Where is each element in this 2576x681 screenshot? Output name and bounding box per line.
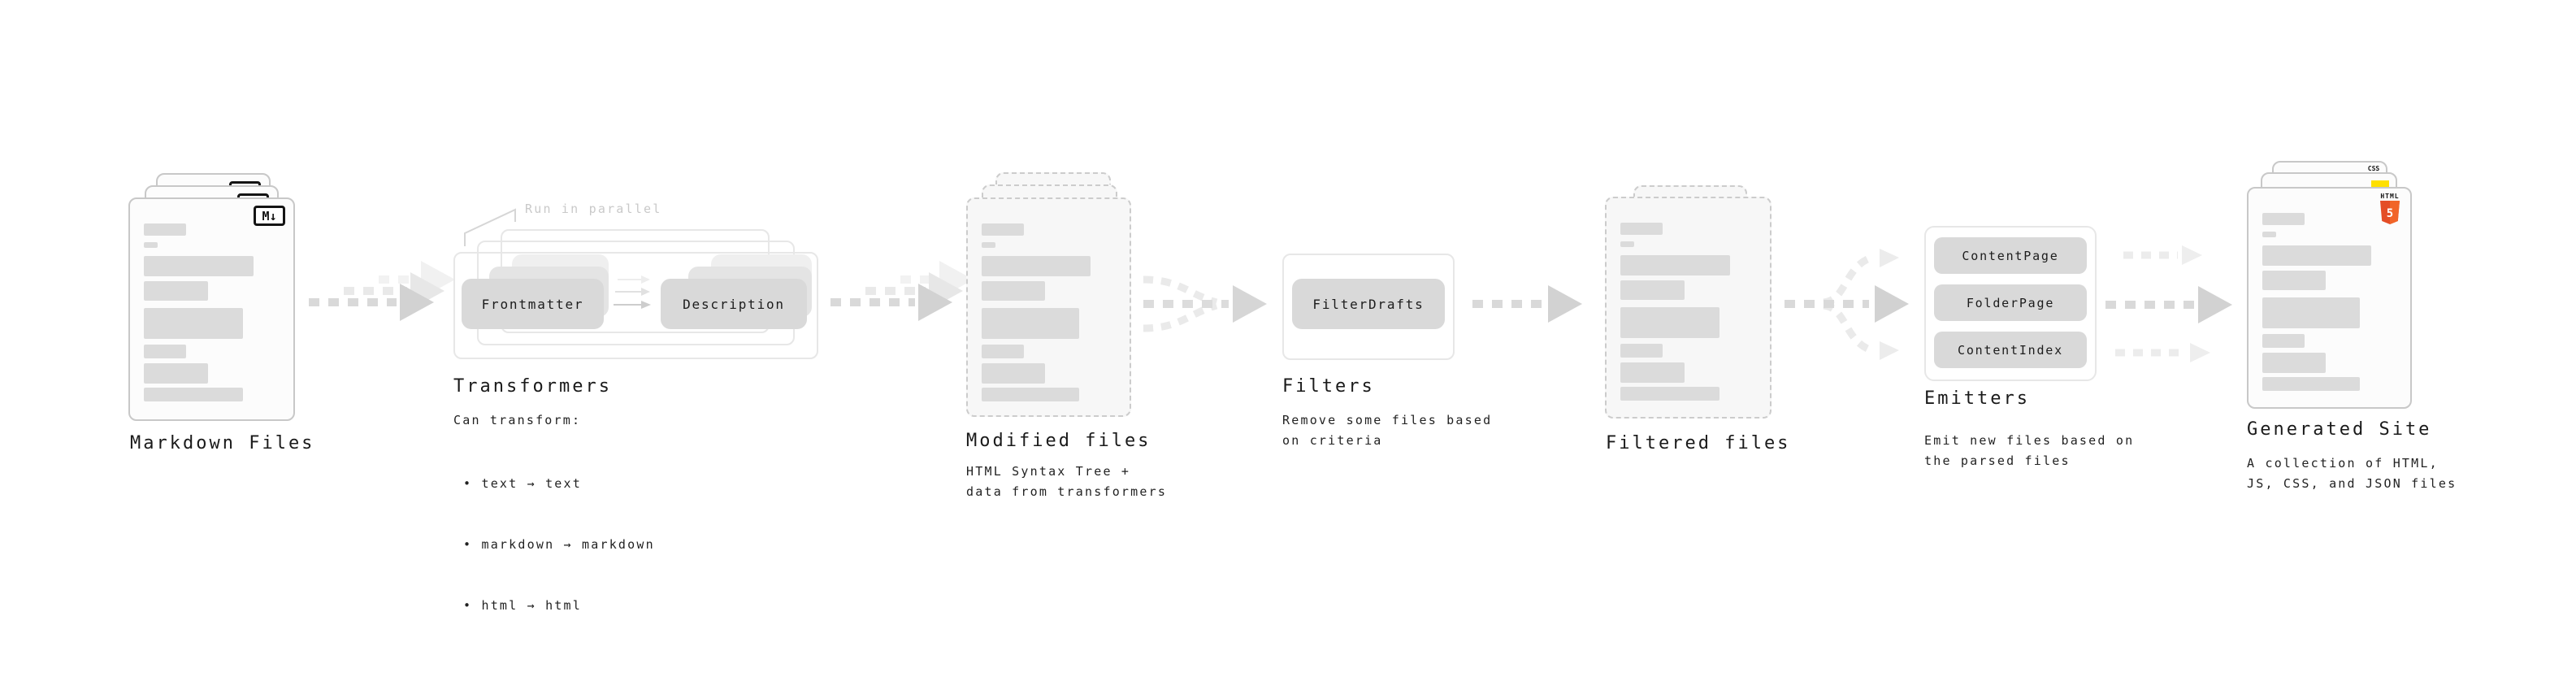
emitters-frame bbox=[1924, 226, 2097, 381]
content-bar bbox=[982, 345, 1024, 358]
content-bar bbox=[982, 223, 1024, 236]
html5-file-icon: HTML 5 bbox=[2379, 193, 2400, 228]
css-file-icon: CSS bbox=[2366, 165, 2381, 172]
generated-site-description: A collection of HTML, JS, CSS, and JSON … bbox=[2247, 456, 2457, 491]
emitter-box-contentindex: ContentIndex bbox=[1934, 332, 2087, 368]
filters-frame bbox=[1282, 254, 1455, 360]
arrow-markdown-to-transformers-icon bbox=[309, 261, 455, 321]
generated-html-file-card: HTML 5 bbox=[2247, 187, 2412, 409]
transformers-intro-text: Can transform: bbox=[453, 413, 582, 427]
content-bar bbox=[2262, 334, 2305, 348]
content-bar bbox=[1620, 344, 1663, 358]
document-content-placeholder bbox=[982, 223, 1117, 401]
content-bar bbox=[144, 281, 209, 301]
transformer-box-description: Description bbox=[661, 279, 807, 329]
filtered-file-card-front bbox=[1605, 197, 1772, 419]
emitter-box-contentpage: ContentPage bbox=[1934, 237, 2087, 274]
html5-icon-digit: 5 bbox=[2387, 207, 2393, 220]
document-content-placeholder bbox=[2262, 213, 2398, 391]
js-file-icon bbox=[2371, 180, 2389, 189]
transformer-frame-front bbox=[453, 252, 818, 359]
markdown-icon-glyph: M↓ bbox=[262, 208, 277, 223]
content-bar bbox=[982, 281, 1046, 301]
stage-label-markdown-files: Markdown Files bbox=[130, 433, 315, 453]
content-bar bbox=[1620, 223, 1663, 235]
stage-label-modified-files: Modified files bbox=[966, 431, 1151, 451]
content-bar bbox=[1620, 280, 1685, 300]
stage-label-transformers: Transformers bbox=[453, 376, 612, 397]
emitter-box-folderpage: FolderPage bbox=[1934, 284, 2087, 321]
run-in-parallel-leader-line bbox=[464, 208, 516, 246]
content-bar bbox=[144, 308, 243, 339]
markdown-file-card-front: M↓ bbox=[128, 197, 295, 421]
transformer-box-frontmatter: Frontmatter bbox=[462, 279, 604, 329]
transformers-bullet-list: • text → text • markdown → markdown • ht… bbox=[463, 433, 655, 657]
run-in-parallel-callout: Run in parallel bbox=[525, 202, 662, 216]
content-bar bbox=[982, 308, 1080, 339]
document-content-placeholder bbox=[144, 223, 281, 401]
transformer-parallel-arrows-icon bbox=[614, 275, 651, 309]
modified-files-description: HTML Syntax Tree + data from transformer… bbox=[966, 464, 1168, 499]
css-icon-label: CSS bbox=[2367, 165, 2380, 172]
bullet-item: • text → text bbox=[463, 476, 582, 491]
content-bar bbox=[2262, 353, 2327, 373]
arrow-filtered-to-emitters-icon bbox=[1785, 249, 1909, 360]
content-bar bbox=[144, 223, 187, 236]
arrow-modified-to-filters-icon bbox=[1143, 275, 1267, 332]
content-bar bbox=[1620, 307, 1720, 338]
content-bar bbox=[982, 256, 1091, 276]
arrow-transformers-to-modified-icon bbox=[830, 261, 974, 321]
arrow-filters-to-filtered-icon bbox=[1472, 285, 1582, 323]
content-bar bbox=[1620, 362, 1685, 383]
content-bar bbox=[982, 363, 1046, 384]
html5-icon-label: HTML bbox=[2380, 193, 2400, 200]
stage-label-filters: Filters bbox=[1282, 376, 1375, 397]
html5-shield-icon: 5 bbox=[2380, 201, 2400, 224]
content-bar bbox=[2262, 377, 2361, 391]
content-bar bbox=[1620, 387, 1720, 401]
bullet-item: • markdown → markdown bbox=[463, 537, 655, 552]
emitters-description: Emit new files based on the parsed files bbox=[1924, 433, 2135, 468]
content-bar bbox=[2262, 213, 2305, 225]
content-bar bbox=[982, 388, 1080, 401]
modified-file-card-front bbox=[966, 197, 1131, 417]
stage-label-generated-site: Generated Site bbox=[2247, 419, 2432, 440]
content-bar bbox=[1620, 241, 1634, 247]
content-bar bbox=[144, 242, 158, 248]
content-bar bbox=[144, 345, 187, 358]
content-bar bbox=[2262, 245, 2371, 266]
document-content-placeholder bbox=[1620, 223, 1758, 401]
content-bar bbox=[144, 256, 254, 276]
filters-description: Remove some files based on criteria bbox=[1282, 413, 1493, 448]
content-bar bbox=[144, 363, 209, 384]
bullet-item: • html → html bbox=[463, 598, 582, 613]
filter-box-filterdrafts: FilterDrafts bbox=[1292, 279, 1445, 329]
content-bar bbox=[1620, 255, 1731, 275]
content-bar bbox=[144, 388, 243, 401]
arrow-emitters-to-generated-icon bbox=[2105, 245, 2232, 362]
content-bar bbox=[982, 242, 995, 248]
stage-label-emitters: Emitters bbox=[1924, 388, 2030, 409]
content-bar bbox=[2262, 297, 2361, 328]
content-bar bbox=[2262, 232, 2276, 237]
stage-label-filtered-files: Filtered files bbox=[1606, 433, 1791, 453]
content-bar bbox=[2262, 271, 2327, 290]
markdown-icon: M↓ bbox=[254, 206, 285, 226]
